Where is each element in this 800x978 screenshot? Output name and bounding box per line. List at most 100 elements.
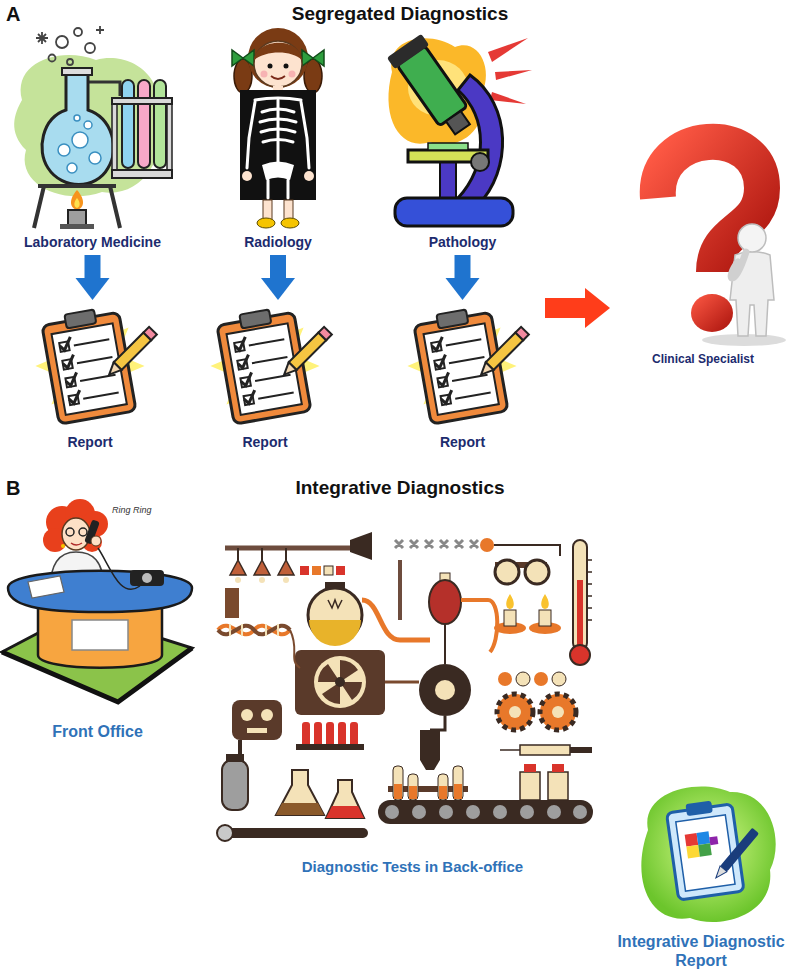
back-office-machinery — [539, 610, 551, 626]
radiology-girl — [247, 98, 309, 198]
back-office-machinery — [409, 786, 417, 799]
back-office-machinery — [362, 600, 430, 640]
back-office-machinery — [461, 600, 497, 652]
report-group: Report — [380, 300, 545, 455]
laboratory-flask-icon — [71, 190, 83, 210]
laboratory-flask-icon — [96, 26, 104, 34]
report-clipboard — [210, 305, 331, 424]
back-office-machinery — [548, 772, 568, 800]
back-office-machinery — [225, 588, 239, 618]
radiology-girl — [262, 162, 294, 181]
back-office-machinery — [398, 560, 402, 620]
back-office-machinery — [230, 624, 278, 636]
laboratory-flask-icon — [68, 210, 86, 226]
back-office-machinery — [577, 580, 583, 645]
back-office-machinery — [295, 650, 385, 715]
caption-text: Clinical Specialist — [652, 352, 754, 366]
back-office-machinery — [439, 805, 453, 819]
back-office-machinery — [259, 577, 265, 583]
radiology-girl — [271, 76, 285, 79]
front-office-desk — [130, 570, 164, 586]
radiology-girl — [289, 71, 296, 78]
back-office-machinery — [525, 560, 549, 584]
front-office-desk — [8, 571, 192, 612]
radiology-girl — [232, 28, 324, 228]
back-office-machinery — [225, 546, 360, 551]
report-group: Report — [15, 300, 165, 455]
back-office-machinery — [480, 538, 494, 552]
microscope — [387, 34, 532, 226]
caption-text: Report — [440, 434, 485, 451]
back-office-machinery — [573, 805, 587, 819]
front-office-desk — [61, 544, 65, 548]
back-office-machinery — [520, 772, 540, 800]
laboratory-flask-icon — [67, 163, 77, 173]
laboratory-flask-icon — [42, 74, 114, 185]
front-office-desk — [79, 528, 87, 536]
laboratory-flask-icon — [62, 68, 92, 75]
back-office-machinery — [494, 545, 560, 556]
back-office-machinery — [296, 744, 364, 750]
laboratory-flask-icon — [88, 82, 120, 96]
laboratory-flask-icon — [72, 132, 88, 148]
arrow-shaft — [545, 298, 585, 318]
back-office-machinery — [314, 656, 366, 708]
back-office-machinery — [420, 760, 440, 770]
department-group: Laboratory Medicine — [5, 25, 180, 255]
caption-text: Front Office — [52, 722, 143, 741]
radiology-girl — [242, 171, 252, 181]
panel-letter: A — [6, 2, 36, 26]
back-office-machinery — [241, 709, 253, 721]
integrative-report-icon — [641, 786, 775, 922]
back-office-machinery — [276, 803, 324, 815]
back-office-machinery — [570, 747, 592, 753]
microscope — [428, 143, 468, 150]
laboratory-flask-icon — [112, 98, 172, 104]
arrow-shaft — [85, 255, 101, 278]
integrative-report-icon — [698, 843, 712, 857]
back-office-machinery — [276, 770, 324, 815]
panel-letter: B — [6, 476, 36, 500]
back-office-machinery — [495, 560, 519, 584]
specialist-group: Clinical Specialist — [610, 120, 796, 370]
integrative-report-icon — [685, 833, 699, 847]
radiology-girl — [268, 180, 288, 198]
back-office-machinery — [438, 774, 448, 800]
back-office-machinery — [378, 800, 593, 824]
radiology-girl — [261, 71, 268, 78]
laboratory-flask-icon — [49, 55, 56, 62]
back-office-machinery — [439, 786, 447, 799]
arrow-head — [261, 278, 295, 300]
laboratory-flask-icon — [154, 80, 166, 168]
laboratory-flask-icon — [74, 28, 82, 36]
radiology-girl — [260, 109, 296, 142]
back-office-machinery — [453, 766, 463, 800]
back-office-machinery — [412, 805, 426, 819]
back-office-machinery — [247, 728, 267, 733]
caption-text: Report — [242, 434, 287, 451]
flow-arrow — [261, 255, 295, 300]
back-office-machinery — [395, 540, 478, 548]
back-office-machinery — [336, 566, 345, 575]
radiology-girl — [257, 218, 275, 228]
microscope — [495, 70, 532, 80]
integrative-report-icon — [720, 828, 759, 872]
caption-text: Laboratory Medicine — [24, 234, 161, 251]
back-office-machinery — [278, 560, 294, 575]
laboratory-flask-icon — [34, 186, 120, 228]
back-office-machinery — [226, 754, 244, 762]
sound-text: Ring Ring — [112, 505, 172, 516]
front-office-desk — [2, 499, 192, 702]
flow-arrow — [446, 255, 480, 300]
back-office-machinery — [534, 672, 548, 686]
clinical-specialist-figure — [691, 294, 733, 332]
microscope — [471, 153, 489, 171]
laboratory-flask-icon — [74, 198, 79, 208]
back-office-machinery — [254, 560, 270, 575]
front-office-desk — [72, 620, 128, 650]
integrative-report-icon — [666, 798, 744, 900]
laboratory-flask-icon — [112, 170, 172, 178]
caption-text: Report — [67, 434, 112, 451]
laboratory-flask-icon — [167, 98, 172, 178]
